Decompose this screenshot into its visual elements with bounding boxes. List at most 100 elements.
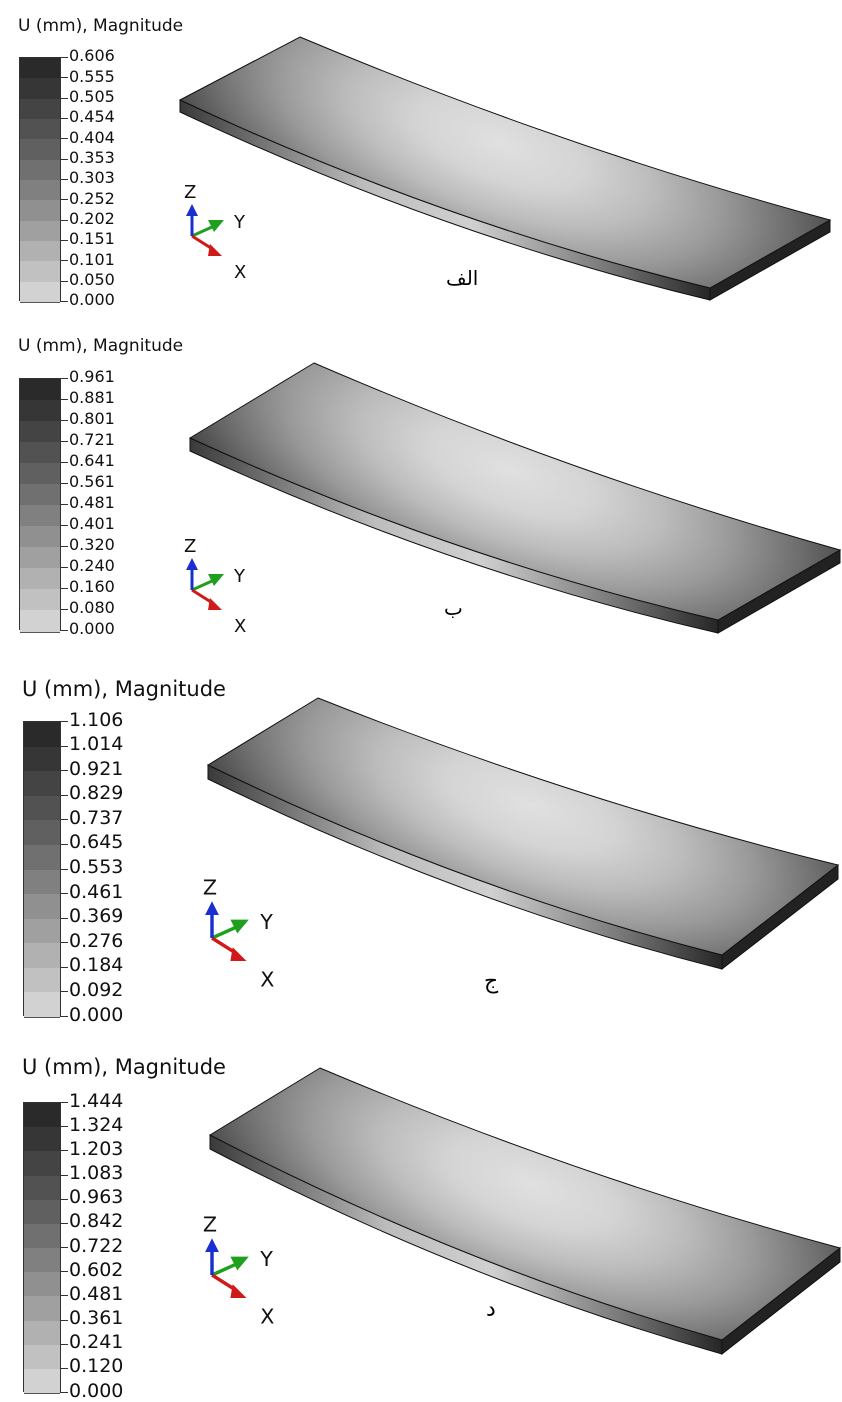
x-axis-label: X xyxy=(260,967,274,991)
coordinate-triad: ZYX xyxy=(203,1212,275,1328)
legend-tick xyxy=(60,745,68,747)
legend-value-label: 0.721 xyxy=(69,430,115,450)
y-axis-arrowhead xyxy=(208,574,224,586)
legend-tick xyxy=(60,399,68,400)
subfigure-label: ب xyxy=(444,596,463,620)
legend-value-label: 0.561 xyxy=(69,472,115,492)
legend-value-label: 0.202 xyxy=(69,208,115,228)
beam-top-face xyxy=(206,697,840,956)
y-axis-label: Y xyxy=(233,212,246,233)
legend-swatch xyxy=(24,992,60,1019)
y-axis-line xyxy=(211,926,236,940)
legend-value-label: 0.842 xyxy=(69,1210,124,1233)
beam-top-face xyxy=(188,362,842,621)
legend-value-label: 0.505 xyxy=(69,86,115,106)
legend-tick xyxy=(60,609,68,610)
legend-tick xyxy=(60,588,68,589)
legend-value-label: 0.092 xyxy=(69,978,124,1001)
legend-tick xyxy=(60,77,68,79)
legend-swatch xyxy=(20,610,60,633)
beam-top-face xyxy=(208,1067,842,1341)
legend-value-label: 1.203 xyxy=(69,1137,124,1160)
legend-value-label: 1.014 xyxy=(69,733,124,756)
legend-value-label: 0.276 xyxy=(69,929,124,952)
z-axis-label: Z xyxy=(203,875,217,899)
legend-tick xyxy=(60,179,68,180)
legend-tick xyxy=(60,630,68,631)
legend-value-label: 0.369 xyxy=(69,905,124,928)
legend-value-label: 0.606 xyxy=(69,46,115,66)
legend-tick xyxy=(60,462,68,463)
legend-tick xyxy=(60,1295,68,1297)
legend-tick xyxy=(60,378,68,379)
legend-tick xyxy=(60,991,68,993)
legend-value-label: 0.000 xyxy=(69,1003,124,1026)
subfigure-label: الف xyxy=(446,266,479,290)
legend-tick xyxy=(60,97,68,99)
z-axis-arrowhead xyxy=(205,901,219,915)
legend-tick xyxy=(60,868,68,870)
legend-value-label: 1.444 xyxy=(69,1089,124,1112)
legend-value-label: 0.737 xyxy=(69,806,124,829)
legend-tick xyxy=(60,504,68,505)
legend-tick xyxy=(60,441,68,442)
legend-value-label: 0.241 xyxy=(69,1331,124,1354)
legend-value-label: 0.252 xyxy=(69,188,115,208)
legend-swatch xyxy=(24,771,60,798)
legend-tick xyxy=(60,1016,68,1017)
legend-value-label: 0.801 xyxy=(69,409,115,429)
legend-value-label: 0.881 xyxy=(69,388,115,408)
legend-tick xyxy=(60,942,68,944)
y-axis-arrowhead xyxy=(230,919,249,934)
legend-tick xyxy=(60,893,68,895)
legend-swatch xyxy=(24,746,60,773)
y-axis-label: Y xyxy=(259,910,273,934)
beam-top-face xyxy=(178,36,832,289)
legend-tick xyxy=(60,1102,68,1103)
legend-tick xyxy=(60,301,68,302)
legend-value-label: 0.000 xyxy=(69,290,115,310)
legend-value-label: 1.083 xyxy=(69,1162,124,1185)
x-axis-arrowhead xyxy=(208,244,222,256)
legend-value-label: 0.401 xyxy=(69,514,115,534)
legend-tick xyxy=(60,917,68,919)
legend-swatch xyxy=(24,1151,60,1177)
legend-tick xyxy=(60,966,68,968)
z-axis-arrowhead xyxy=(205,1238,219,1252)
legend-value-label: 0.921 xyxy=(69,757,124,780)
deformed-beam: ZYX xyxy=(184,362,842,637)
legend-swatch xyxy=(24,1368,60,1395)
legend-value-label: 0.101 xyxy=(69,249,115,269)
legend-value-label: 0.461 xyxy=(69,880,124,903)
legend-value-label: 0.454 xyxy=(69,107,115,127)
legend-tick xyxy=(60,567,68,568)
legend-value-label: 0.320 xyxy=(69,535,115,555)
y-axis-label: Y xyxy=(233,566,246,587)
legend-tick xyxy=(60,57,68,58)
legend-tick xyxy=(60,770,68,772)
legend-value-label: 1.324 xyxy=(69,1113,124,1136)
legend-value-label: 0.961 xyxy=(69,367,115,387)
legend-value-label: 0.641 xyxy=(69,451,115,471)
legend-tick xyxy=(60,1198,68,1200)
deformed-beam: ZYX xyxy=(178,36,832,301)
legend-value-label: 0.120 xyxy=(69,1355,124,1378)
legend-tick xyxy=(60,1271,68,1273)
legend-swatch xyxy=(24,722,60,749)
legend-swatch xyxy=(24,1127,60,1153)
legend-value-label: 0.353 xyxy=(69,147,115,167)
legend-tick xyxy=(60,240,68,241)
legend-tick xyxy=(60,483,68,484)
color-legend xyxy=(19,57,61,304)
legend-tick xyxy=(60,199,68,201)
legend-value-label: 0.963 xyxy=(69,1186,124,1209)
legend-value-label: 0.000 xyxy=(69,619,115,639)
y-axis-arrowhead xyxy=(230,1256,249,1271)
y-axis-line xyxy=(191,579,213,592)
color-legend xyxy=(23,1102,61,1395)
legend-tick xyxy=(60,794,68,796)
z-axis-label: Z xyxy=(203,1212,217,1236)
